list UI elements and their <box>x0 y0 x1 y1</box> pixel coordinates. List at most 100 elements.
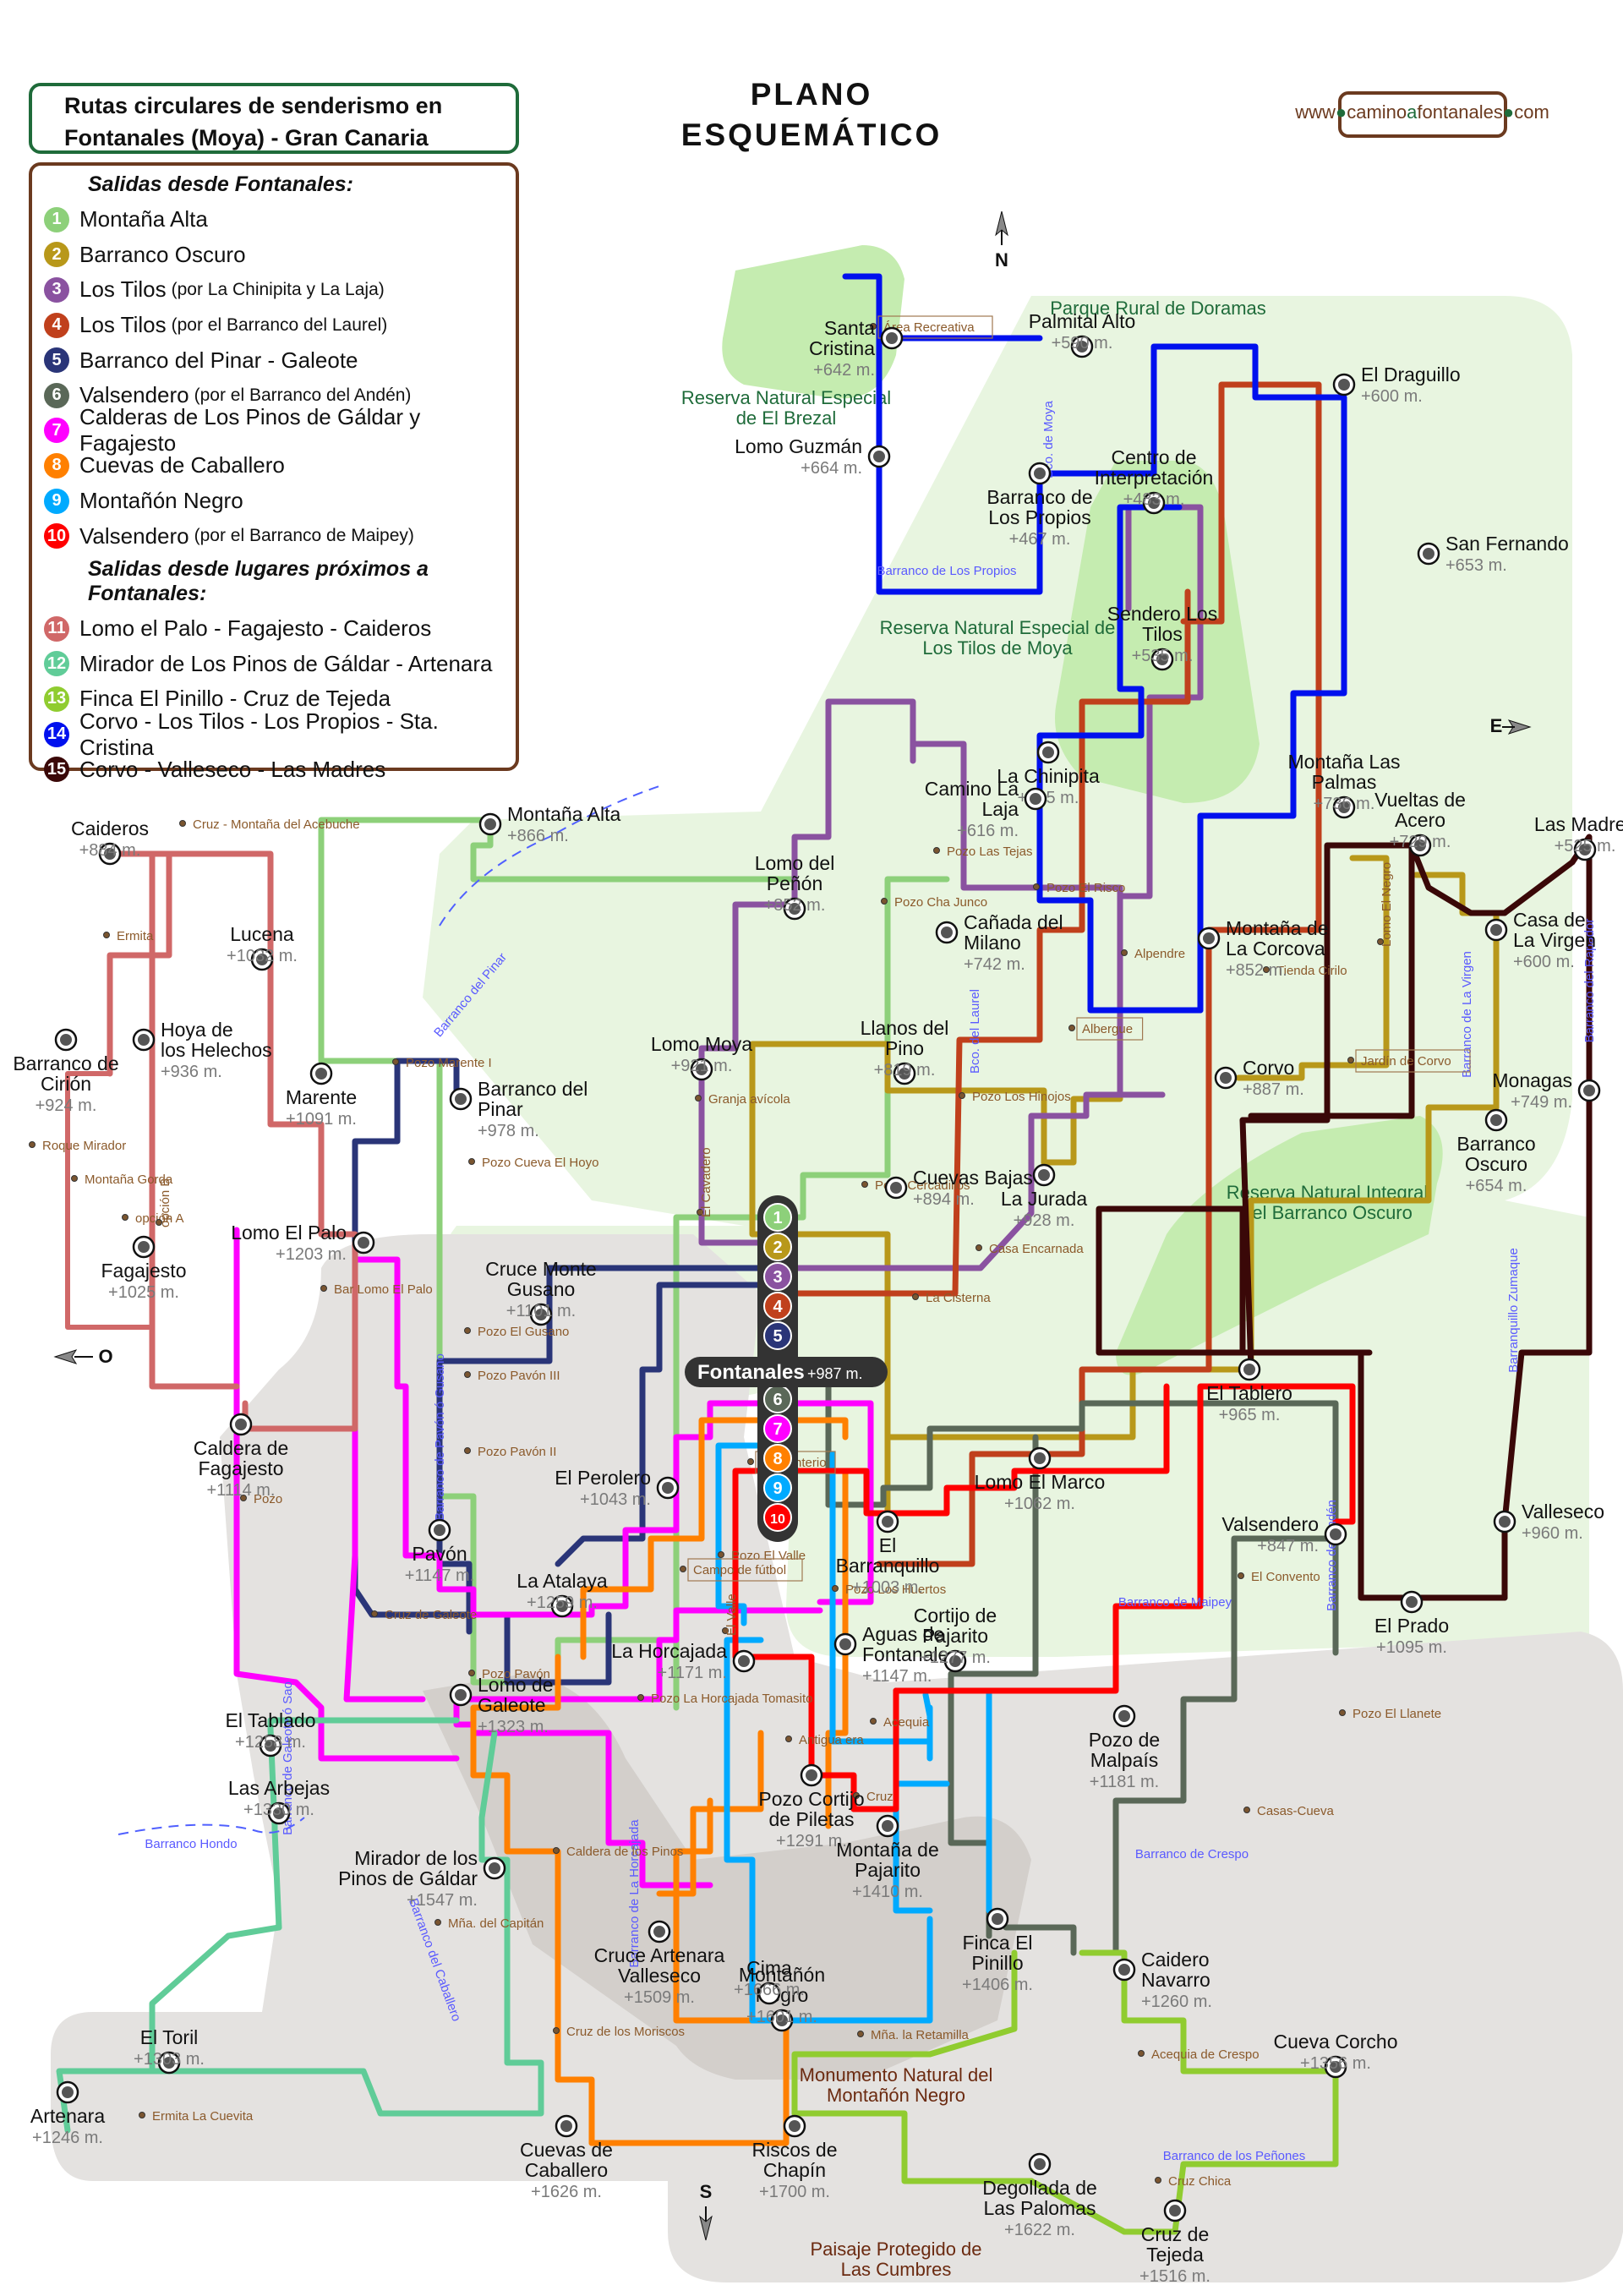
station[interactable]: Monagas+749 m. <box>1492 1069 1601 1112</box>
station-altitude: +1291 m. <box>776 1832 847 1850</box>
site-logo[interactable]: www●caminoafontanales●com <box>1289 85 1555 145</box>
station[interactable]: Lomo El Marco+1062 m. <box>975 1446 1106 1513</box>
station[interactable]: La Atalaya+1259 m. <box>516 1570 608 1618</box>
watercourse-label: Bco. del Laurel <box>968 989 982 1074</box>
station-altitude: +1114 m. <box>207 1481 276 1500</box>
route-8-segment <box>774 1417 849 1440</box>
hub-route-badge <box>763 1321 792 1350</box>
station[interactable]: Valsendero+847 m. <box>1221 1513 1347 1555</box>
station[interactable]: Palmital Alto+590 m. <box>1029 310 1136 358</box>
station[interactable]: Las Madres+525 m. <box>1534 813 1623 861</box>
hub-route-badge <box>763 1292 792 1320</box>
route-3-segment <box>774 1091 1166 1271</box>
station[interactable]: Lomo El Palo+1203 m. <box>231 1222 375 1264</box>
station[interactable]: Lomo Guzmán+664 m. <box>735 435 891 478</box>
station[interactable]: El Perolero+1043 m. <box>555 1467 680 1509</box>
watercourse-label: Barranco de Galeote ó Sao <box>281 1681 295 1835</box>
station[interactable]: Corvo+887 m. <box>1214 1057 1304 1099</box>
station-altitude: +483 m. <box>1123 490 1185 509</box>
station-dot-icon <box>455 1689 467 1701</box>
station[interactable]: La Jurada+928 m. <box>1001 1163 1088 1230</box>
waypoint-label: Pozo El Risco <box>1046 881 1125 895</box>
station-name: El Draguillo <box>1361 364 1461 385</box>
station-name: Hoya de <box>161 1019 233 1041</box>
station[interactable]: Las Arbejas+1330 m. <box>228 1777 330 1825</box>
station[interactable]: Fagajesto+1025 m. <box>101 1235 187 1302</box>
station-dot-icon <box>273 1807 285 1819</box>
waypoint-label: Cruz <box>866 1790 893 1804</box>
compass-west: O <box>98 1346 112 1367</box>
station[interactable]: El Prado+1095 m. <box>1374 1590 1449 1657</box>
station[interactable]: Lomo Moya+921 m. <box>651 1033 752 1081</box>
station[interactable]: Cueva Corcho+1356 m. <box>1273 2031 1398 2079</box>
legend-route-name: Montañón Negro <box>79 488 243 514</box>
station[interactable]: Valleseco+960 m. <box>1493 1501 1604 1543</box>
station-dot-icon <box>265 1740 276 1752</box>
compass-north: N <box>995 249 1008 271</box>
waypoint-dot-icon <box>861 1181 868 1188</box>
station-name: Vueltas de <box>1374 789 1466 811</box>
station[interactable]: Lucena+1032 m. <box>227 923 298 971</box>
station[interactable]: Pavón+1147 m. <box>405 1518 474 1585</box>
station[interactable]: Caideros+884 m. <box>71 817 149 866</box>
station[interactable]: Cuevas Bajas+894 m. <box>884 1167 1033 1209</box>
station[interactable]: El Tablero+965 m. <box>1206 1358 1292 1424</box>
station-dot-icon <box>738 1655 750 1667</box>
station[interactable]: El Toril+1303 m. <box>134 2026 205 2075</box>
station[interactable]: Artenara+1246 m. <box>30 2080 105 2147</box>
station[interactable]: Cima+1666 m. <box>734 1957 805 2005</box>
station-name: Cristina <box>809 337 875 359</box>
station-name: El Prado <box>1374 1615 1449 1637</box>
waypoint-label: Granja avícola <box>708 1092 790 1107</box>
station[interactable]: La Horcajada+1171 m. <box>611 1640 756 1682</box>
station-dot-icon <box>1169 2205 1181 2217</box>
station-dot-icon <box>1034 1452 1046 1464</box>
station[interactable]: El Draguillo+600 m. <box>1332 364 1461 406</box>
route-8-segment <box>656 1730 764 1897</box>
station-name: Las Madres <box>1534 813 1623 835</box>
station[interactable]: San Fernando+653 m. <box>1417 533 1569 575</box>
station[interactable]: Marente+1091 m. <box>286 1062 357 1129</box>
hub-name: Fontanales <box>697 1361 805 1384</box>
station-name: Las Arbejas <box>228 1777 330 1799</box>
station[interactable]: El Tablado+1258 m. <box>226 1709 316 1758</box>
station-name: Malpaís <box>1090 1749 1159 1771</box>
station[interactable]: Montaña Alta+866 m. <box>478 803 620 845</box>
waypoint-dot-icon <box>434 1919 441 1926</box>
